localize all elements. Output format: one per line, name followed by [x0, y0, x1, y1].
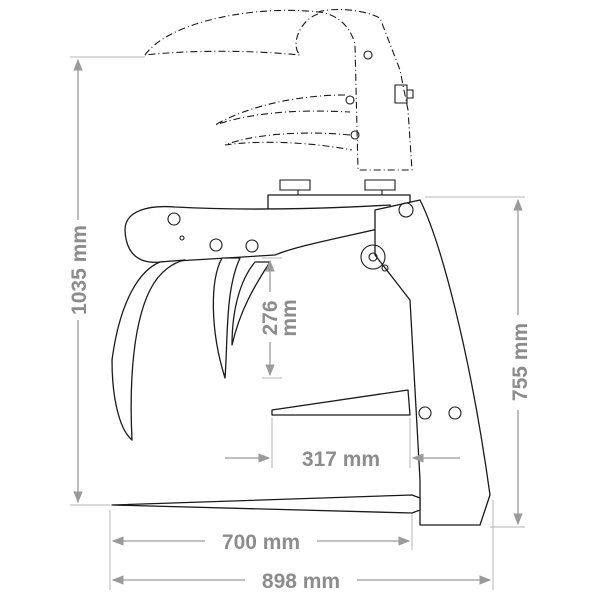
open-grapple-arm: [144, 9, 414, 171]
side-frame: [111, 199, 491, 526]
label-tine-gap-value: 276: [259, 300, 282, 335]
label-frame-height: 755 mm: [509, 323, 532, 401]
dimension-total-length: 898 mm: [111, 500, 494, 593]
label-total-length: 898 mm: [262, 570, 340, 593]
dimension-fork-length: 700 mm: [109, 510, 413, 590]
dimension-total-height: 1035 mm: [66, 56, 145, 506]
label-tine-gap-unit: mm: [278, 299, 301, 336]
dimension-frame-depth: 317 mm: [225, 418, 460, 471]
dimension-frame-height: 755 mm: [425, 196, 532, 528]
label-total-height: 1035 mm: [68, 225, 91, 315]
upper-arm: [111, 204, 396, 441]
label-frame-depth: 317 mm: [302, 448, 380, 471]
label-fork-length: 700 mm: [222, 531, 300, 554]
dimension-tine-gap: 276 mm: [258, 257, 301, 379]
